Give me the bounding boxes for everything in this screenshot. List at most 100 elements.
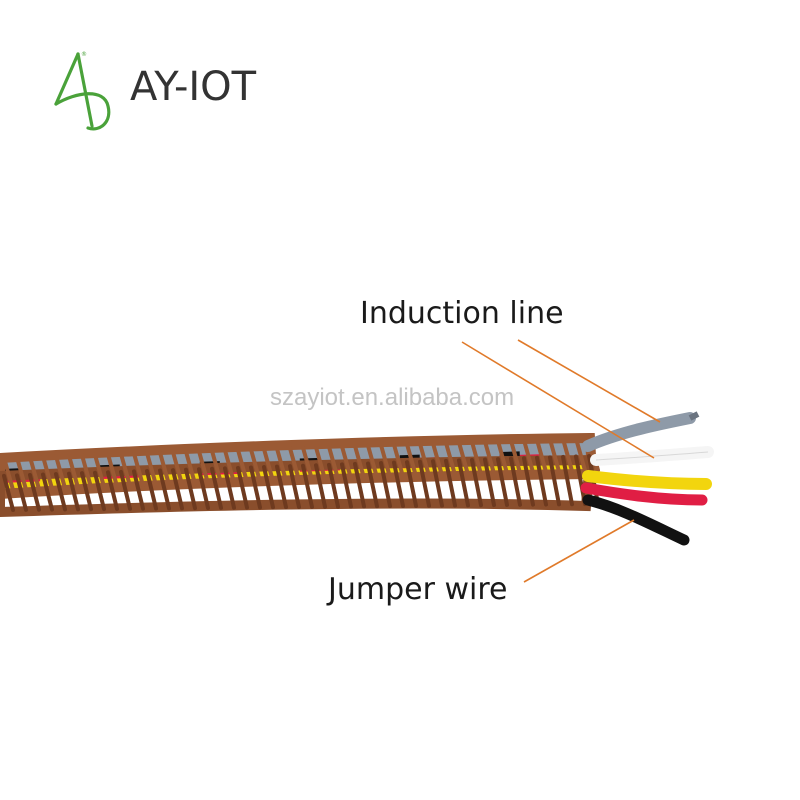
braid-strand <box>535 455 548 507</box>
braid-strand <box>392 442 405 479</box>
braid-strand <box>314 463 327 509</box>
braid-strand <box>236 465 249 510</box>
braid-strand <box>535 437 548 474</box>
braid-strand <box>197 449 210 486</box>
braid-strand <box>2 455 15 492</box>
braid-strand <box>41 472 54 512</box>
braid-strand <box>210 448 223 485</box>
exposed-wires <box>580 411 714 546</box>
watermark: szayiot.en.alibaba.com <box>270 384 515 411</box>
braid-strand <box>54 472 67 512</box>
braid-strand <box>483 457 496 508</box>
braid-strand <box>418 459 431 508</box>
braid-strand <box>158 450 171 487</box>
jumper-wire-label: Jumper wire <box>328 572 508 607</box>
braid-strand <box>561 436 574 473</box>
braid-strand <box>574 436 587 473</box>
braid-strand <box>444 440 457 477</box>
braid-strand <box>275 464 288 510</box>
braid-strand <box>470 440 483 476</box>
braid-strand <box>184 449 197 486</box>
braid-strand <box>249 465 262 510</box>
braid-strand <box>431 459 444 508</box>
braid-strand <box>392 460 405 508</box>
braid-strand <box>67 453 80 490</box>
braid-strand <box>457 440 470 477</box>
braid-strand <box>119 451 132 488</box>
braid-strand <box>340 462 353 509</box>
braid-strand <box>67 471 80 512</box>
braid-strand <box>301 463 314 509</box>
braid-strand <box>405 442 418 479</box>
braid-strand <box>93 452 106 489</box>
braid-strand <box>496 439 509 476</box>
induction-leader-1 <box>517 339 661 423</box>
braid-strand <box>2 473 15 512</box>
braid-strand <box>327 444 340 481</box>
braid-strand <box>522 456 535 507</box>
braid-strand <box>106 452 119 489</box>
braid-strand <box>249 447 262 484</box>
braid-strand <box>184 467 197 511</box>
braid-strand <box>509 438 522 475</box>
braid-strand <box>314 445 327 482</box>
braid-strand <box>457 458 470 508</box>
braid-strand <box>353 443 366 480</box>
jumper-leader <box>523 519 635 583</box>
braid-strand <box>496 457 509 507</box>
braid-strand <box>353 461 366 509</box>
svg-text:®: ® <box>81 51 87 58</box>
braid-strand <box>145 469 158 511</box>
braid-strand <box>379 443 392 480</box>
braid-strand <box>210 466 223 510</box>
braid-strand <box>145 451 158 488</box>
braid-strand <box>54 454 67 491</box>
braid-strand <box>171 468 184 511</box>
braid-strand <box>15 455 28 492</box>
braid-strand <box>405 460 418 508</box>
braid-strand <box>288 464 301 510</box>
braid-strand <box>522 438 535 475</box>
braid-strand <box>262 447 275 484</box>
braid-strand <box>93 470 106 512</box>
braid-strand <box>41 454 54 491</box>
braid-strand <box>548 455 561 507</box>
braid-strand <box>262 465 275 510</box>
braid-strand <box>444 458 457 508</box>
braid-strand <box>80 471 93 512</box>
braid-strand <box>158 468 171 511</box>
braid-strand <box>171 450 184 487</box>
braid-strand <box>431 441 444 478</box>
braid-strand <box>418 441 431 478</box>
braid-strand <box>236 447 249 484</box>
braid-strand <box>548 437 561 474</box>
braid-strand <box>574 454 587 507</box>
braid-strand <box>223 448 236 485</box>
braid-strand <box>80 453 93 490</box>
braid-strand <box>470 458 483 508</box>
braid-strand <box>379 461 392 509</box>
logo-icon: ® <box>54 51 111 131</box>
braid-strand <box>366 443 379 480</box>
induction-leader-2 <box>461 341 655 459</box>
braid-strand <box>119 469 132 511</box>
brand-name: AY-IOT <box>130 64 257 110</box>
braid-strand <box>28 454 41 491</box>
braid-strand <box>223 466 236 510</box>
leader-lines <box>461 339 661 583</box>
induction-line-label: Induction line <box>360 296 564 331</box>
braid-strand <box>483 439 496 476</box>
braid-strand <box>327 462 340 509</box>
braid-strand <box>288 446 301 483</box>
braid-strand <box>132 469 145 511</box>
brand-logo: ® AY-IOT <box>48 48 308 138</box>
braid-strand <box>275 446 288 483</box>
braid-strand <box>197 467 210 510</box>
braid-strand <box>106 470 119 511</box>
braid-strand <box>561 454 574 507</box>
braid-strand <box>15 473 28 512</box>
braid-strand <box>366 461 379 509</box>
braid-strand <box>509 456 522 507</box>
braid-strand <box>340 444 353 481</box>
